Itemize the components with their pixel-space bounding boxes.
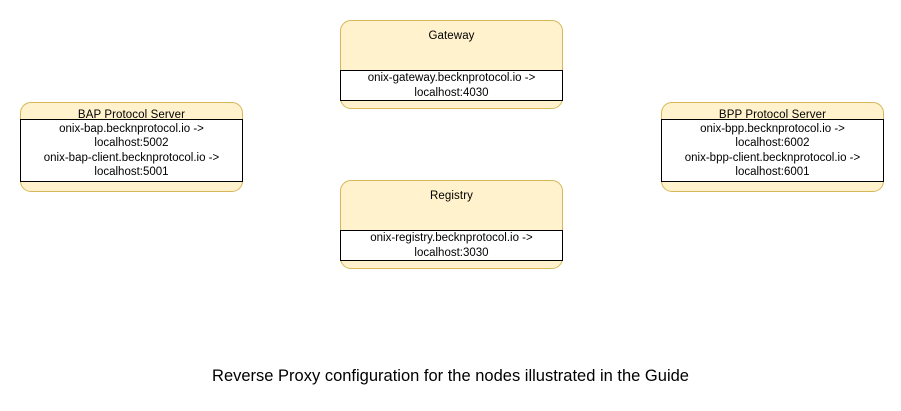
node-gateway-mappings-panel: onix-gateway.becknprotocol.io -> localho…	[340, 70, 563, 101]
mapping-target: localhost:5002	[94, 137, 169, 149]
mapping-host: onix-bpp.becknprotocol.io ->	[700, 122, 845, 135]
node-registry-title: Registry	[430, 190, 473, 202]
mapping-target: localhost:6002	[735, 137, 810, 149]
node-bap-mappings-panel: onix-bap.becknprotocol.io -> localhost:5…	[20, 119, 243, 182]
node-bpp-protocol-server[interactable]: BPP Protocol Server onix-bpp.becknprotoc…	[661, 102, 884, 192]
node-gateway-title: Gateway	[428, 30, 475, 42]
node-registry[interactable]: Registry onix-registry.becknprotocol.io …	[340, 180, 563, 269]
diagram-caption: Reverse Proxy configuration for the node…	[212, 367, 689, 385]
node-bpp-protocol-server-title: BPP Protocol Server	[718, 109, 827, 121]
node-gateway[interactable]: Gateway onix-gateway.becknprotocol.io ->…	[340, 20, 563, 109]
mapping-host: onix-registry.becknprotocol.io ->	[370, 232, 533, 244]
mapping-host: onix-bpp-client.becknprotocol.io ->	[684, 151, 861, 164]
mapping-host: onix-bap-client.becknprotocol.io ->	[43, 151, 220, 164]
mapping-target: localhost:3030	[414, 246, 489, 259]
mapping-host: onix-bap.becknprotocol.io ->	[59, 122, 204, 135]
node-bap-protocol-server-title: BAP Protocol Server	[77, 109, 186, 121]
mapping-target: localhost:4030	[414, 86, 489, 99]
node-bap-protocol-server[interactable]: BAP Protocol Server onix-bap.becknprotoc…	[20, 102, 243, 192]
mapping-target: localhost:5001	[94, 166, 169, 178]
mapping-target: localhost:6001	[735, 166, 810, 178]
mapping-host: onix-gateway.becknprotocol.io ->	[367, 72, 536, 84]
node-bpp-mappings-panel: onix-bpp.becknprotocol.io -> localhost:6…	[661, 119, 884, 182]
node-registry-mappings-panel: onix-registry.becknprotocol.io -> localh…	[340, 230, 563, 261]
